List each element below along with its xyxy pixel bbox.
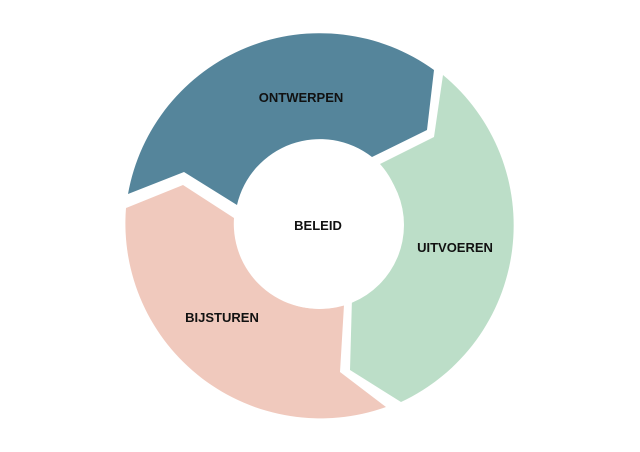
center-label: BELEID xyxy=(294,218,342,233)
segment-uitvoeren-shape xyxy=(350,75,514,402)
segment-bijsturen: BIJSTUREN xyxy=(125,185,386,419)
center-circle xyxy=(236,141,404,309)
segment-ontwerpen-label: ONTWERPEN xyxy=(259,90,344,105)
center-hub: BELEID xyxy=(236,141,404,309)
segment-ontwerpen-shape xyxy=(128,33,434,206)
segment-uitvoeren-label: UITVOEREN xyxy=(417,240,493,255)
segment-uitvoeren: UITVOEREN xyxy=(350,75,514,402)
segment-bijsturen-shape xyxy=(125,185,386,419)
segment-bijsturen-label: BIJSTUREN xyxy=(185,310,259,325)
segment-ontwerpen: ONTWERPEN xyxy=(128,33,434,206)
